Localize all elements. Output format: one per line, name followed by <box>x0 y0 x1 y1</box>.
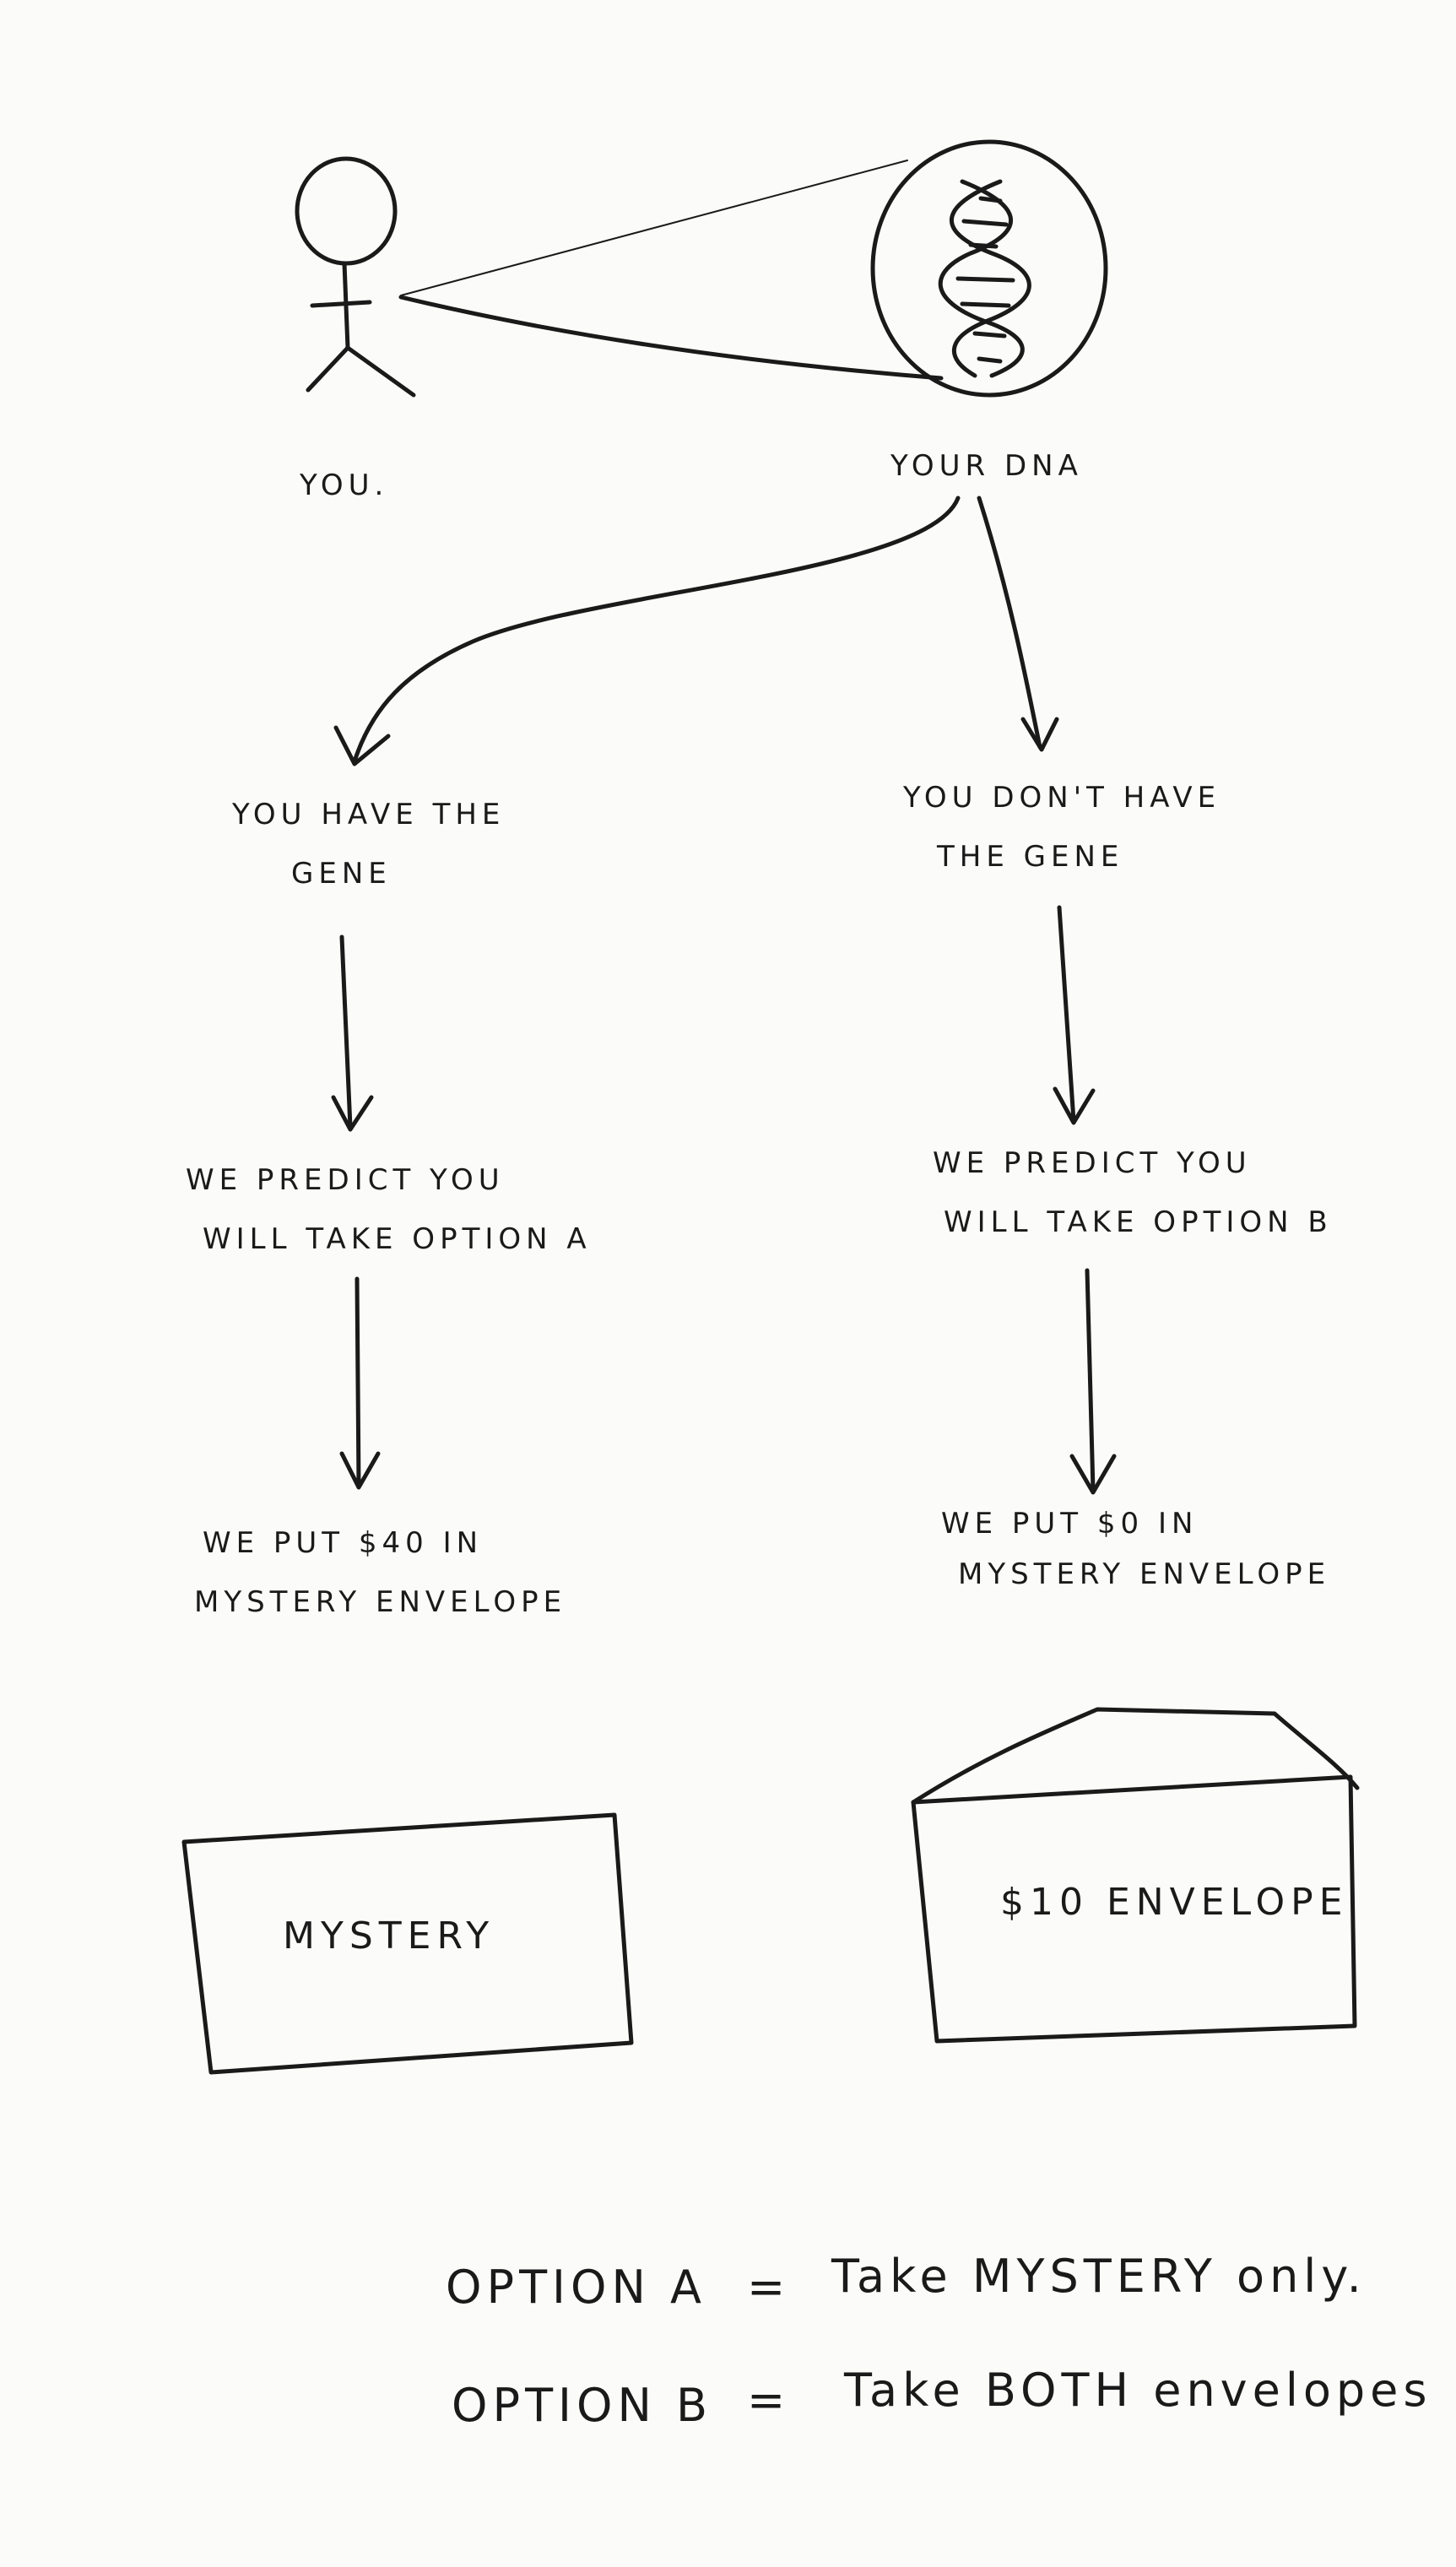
stick-figure-icon <box>295 156 416 398</box>
arrow-left-branch <box>333 496 961 766</box>
mystery-box <box>181 1812 634 2075</box>
label-put-40-line1: WE PUT $40 IN <box>203 1526 484 1560</box>
label-predict-b-line1: WE PREDICT YOU <box>933 1146 1252 1180</box>
ten-envelope-box <box>911 1707 1360 2044</box>
label-your-dna: YOUR DNA <box>890 449 1083 483</box>
legend-option-b-equals: = <box>747 2374 791 2427</box>
label-predict-a-line2: WILL TAKE OPTION A <box>203 1222 592 1256</box>
label-no-gene-line1: YOU DON'T HAVE <box>903 781 1221 815</box>
label-put-40-line2: MYSTERY ENVELOPE <box>194 1585 567 1619</box>
label-no-gene-line2: THE GENE <box>937 840 1124 874</box>
label-put-0-line2: MYSTERY ENVELOPE <box>958 1557 1331 1591</box>
dna-icon <box>870 139 1108 398</box>
legend-option-b-label: OPTION B <box>452 2379 713 2432</box>
legend-option-a-label: OPTION A <box>446 2261 706 2314</box>
mystery-box-label: MYSTERY <box>283 1914 495 1958</box>
legend-option-a-text: Take MYSTERY only. <box>831 2250 1367 2303</box>
arrow-right-1 <box>1053 905 1096 1125</box>
arrow-right-branch <box>977 496 1059 752</box>
arrow-left-1 <box>331 934 374 1132</box>
label-have-gene-line1: YOU HAVE THE <box>232 798 506 831</box>
label-you: YOU. <box>300 468 389 502</box>
arrow-right-2 <box>1069 1268 1117 1495</box>
label-predict-a-line1: WE PREDICT YOU <box>186 1163 505 1197</box>
arrow-left-2 <box>339 1276 381 1490</box>
legend-option-b-text: Take BOTH envelopes <box>844 2364 1432 2417</box>
magnify-cone <box>398 160 944 381</box>
label-predict-b-line2: WILL TAKE OPTION B <box>944 1205 1333 1239</box>
label-have-gene-line2: GENE <box>291 857 392 891</box>
label-put-0-line1: WE PUT $0 IN <box>941 1507 1199 1541</box>
ten-envelope-label: $10 ENVELOPE <box>1000 1881 1349 1924</box>
legend-option-a-equals: = <box>747 2261 791 2314</box>
